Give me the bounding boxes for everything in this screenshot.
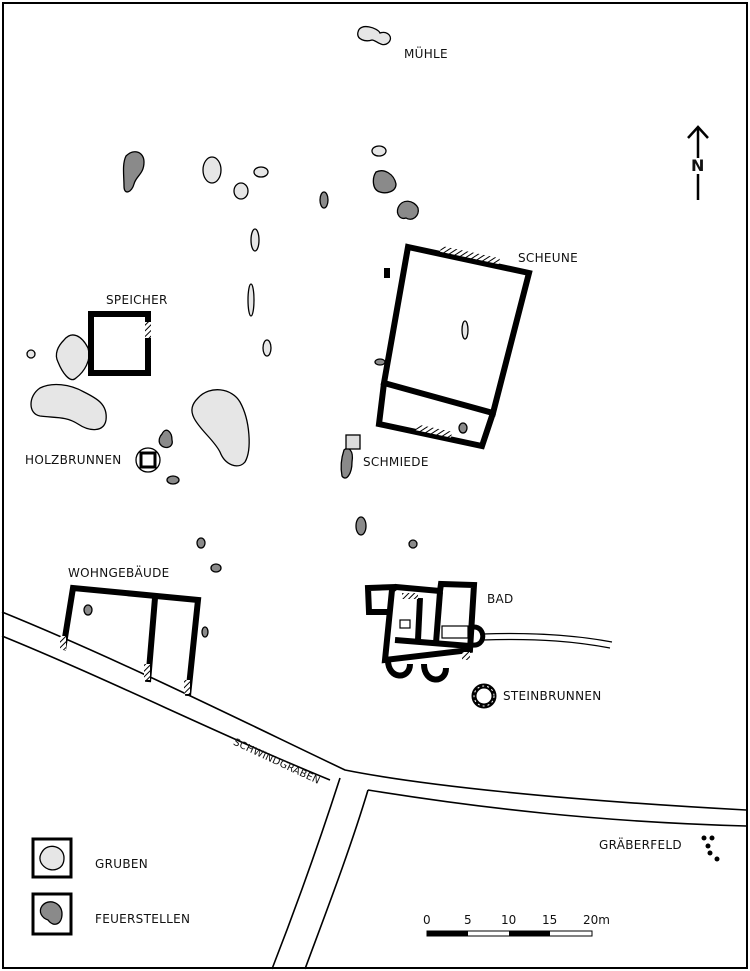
scale-tick-5: 5 — [464, 913, 472, 927]
bad-building — [364, 580, 613, 683]
holzbrunnen-well — [135, 447, 161, 473]
label-graeberfeld: GRÄBERFELD — [599, 838, 682, 852]
speicher-building — [88, 311, 151, 376]
label-bad: BAD — [487, 592, 514, 606]
wohngebaeude-building — [60, 584, 202, 697]
scale-tick-0: 0 — [423, 913, 431, 927]
north-label: N — [691, 156, 705, 175]
feuerstellen — [83, 151, 468, 638]
label-speicher: SPEICHER — [106, 293, 168, 307]
scale-tick-15: 15 — [542, 913, 558, 927]
label-scheune: SCHEUNE — [518, 251, 579, 265]
label-muehle: MÜHLE — [404, 47, 448, 61]
muehle-pit — [357, 25, 392, 46]
scale-tick-10: 10 — [501, 913, 517, 927]
graeberfeld-graves — [701, 835, 720, 862]
steinbrunnen-well — [471, 683, 497, 709]
schmiede-structure — [345, 434, 361, 450]
legend-label-gruben: GRUBEN — [95, 857, 149, 871]
legend-label-feuerstellen: FEUERSTELLEN — [95, 912, 191, 926]
scheune-building — [375, 243, 533, 450]
scale-bar — [426, 930, 593, 937]
legend-symbols — [31, 837, 73, 936]
label-steinbrunnen: STEINBRUNNEN — [503, 689, 602, 703]
label-wohngebaeude: WOHNGEBÄUDE — [68, 566, 170, 580]
gruben — [26, 145, 469, 467]
schwindgraben-road — [1, 611, 747, 970]
label-schmiede: SCHMIEDE — [363, 455, 429, 469]
label-holzbrunnen: HOLZBRUNNEN — [25, 453, 122, 467]
scale-tick-20m: 20m — [583, 913, 610, 927]
